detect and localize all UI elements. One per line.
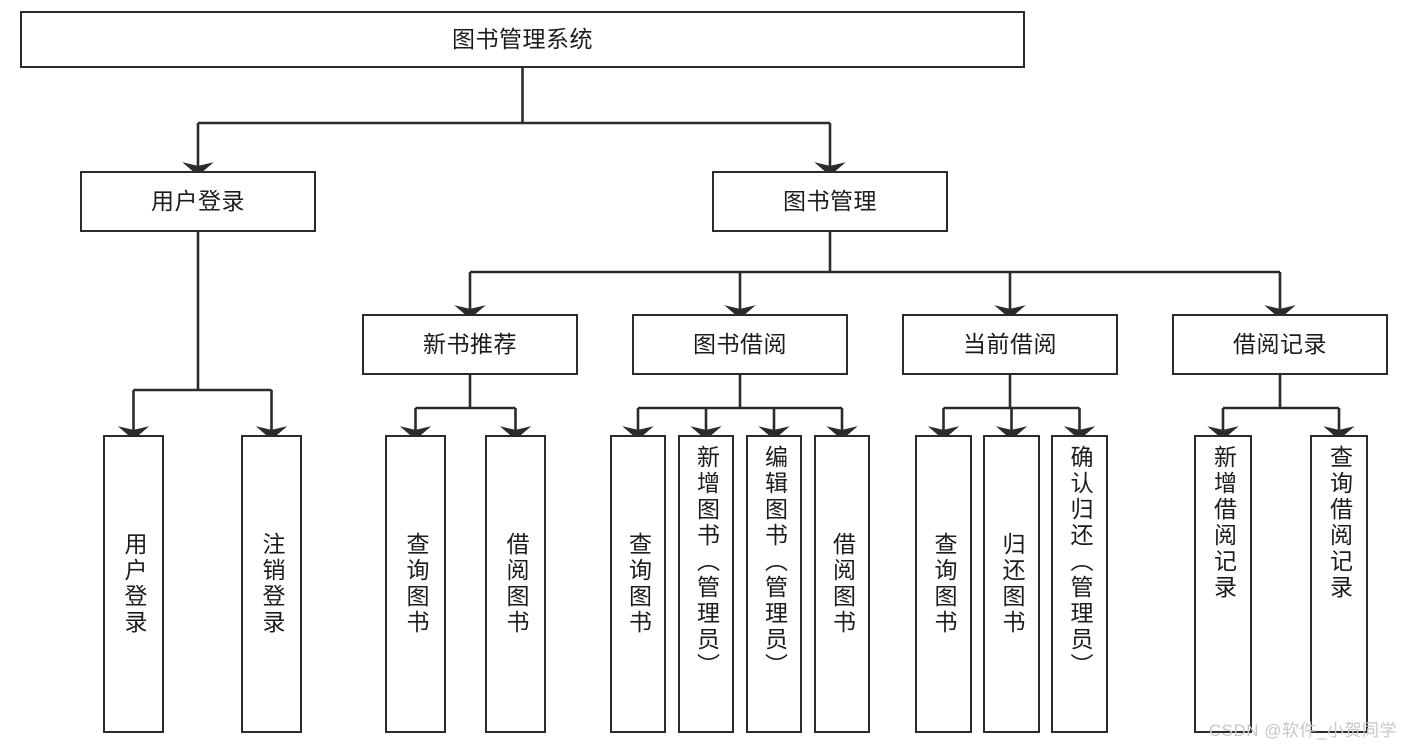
node-leaf-12[interactable]: 查询借阅记录 <box>1310 435 1368 733</box>
node-label: 当前借阅 <box>963 331 1057 358</box>
node-label: 图书管理系统 <box>452 26 593 53</box>
node-l3-1[interactable]: 图书借阅 <box>632 314 848 375</box>
node-leaf-3[interactable]: 借阅图书 <box>485 435 546 733</box>
node-label: 确认归还（管理员） <box>1067 445 1093 679</box>
node-label: 注销登录 <box>259 532 285 636</box>
node-leaf-0[interactable]: 用户登录 <box>103 435 164 733</box>
node-label: 借阅图书 <box>503 532 529 636</box>
node-label: 查询图书 <box>403 532 429 636</box>
node-leaf-10[interactable]: 确认归还（管理员） <box>1051 435 1108 733</box>
node-label: 用户登录 <box>121 532 147 636</box>
node-label: 图书管理 <box>783 188 877 215</box>
node-leaf-4[interactable]: 查询图书 <box>610 435 666 733</box>
node-leaf-1[interactable]: 注销登录 <box>241 435 302 733</box>
node-l3-3[interactable]: 借阅记录 <box>1172 314 1388 375</box>
node-label: 借阅图书 <box>829 532 856 636</box>
node-leaf-5[interactable]: 新增图书（管理员） <box>678 435 734 733</box>
node-label: 查询借阅记录 <box>1326 445 1353 601</box>
node-label: 编辑图书（管理员） <box>761 445 788 679</box>
node-leaf-2[interactable]: 查询图书 <box>385 435 446 733</box>
node-label: 借阅记录 <box>1233 331 1327 358</box>
node-l2-1[interactable]: 图书管理 <box>712 171 948 232</box>
node-l2-0[interactable]: 用户登录 <box>80 171 316 232</box>
node-label: 查询图书 <box>931 532 957 636</box>
node-label: 新增图书（管理员） <box>693 445 720 679</box>
node-leaf-6[interactable]: 编辑图书（管理员） <box>746 435 802 733</box>
node-label: 查询图书 <box>625 532 652 636</box>
node-leaf-7[interactable]: 借阅图书 <box>814 435 870 733</box>
node-leaf-11[interactable]: 新增借阅记录 <box>1194 435 1252 733</box>
node-l3-2[interactable]: 当前借阅 <box>902 314 1118 375</box>
node-leaf-9[interactable]: 归还图书 <box>983 435 1040 733</box>
node-label: 新增借阅记录 <box>1210 445 1237 601</box>
node-leaf-8[interactable]: 查询图书 <box>915 435 972 733</box>
node-root[interactable]: 图书管理系统 <box>20 11 1025 68</box>
node-label: 归还图书 <box>999 532 1025 636</box>
node-label: 用户登录 <box>151 188 245 215</box>
node-label: 图书借阅 <box>693 331 787 358</box>
node-l3-0[interactable]: 新书推荐 <box>362 314 578 375</box>
node-label: 新书推荐 <box>423 331 517 358</box>
